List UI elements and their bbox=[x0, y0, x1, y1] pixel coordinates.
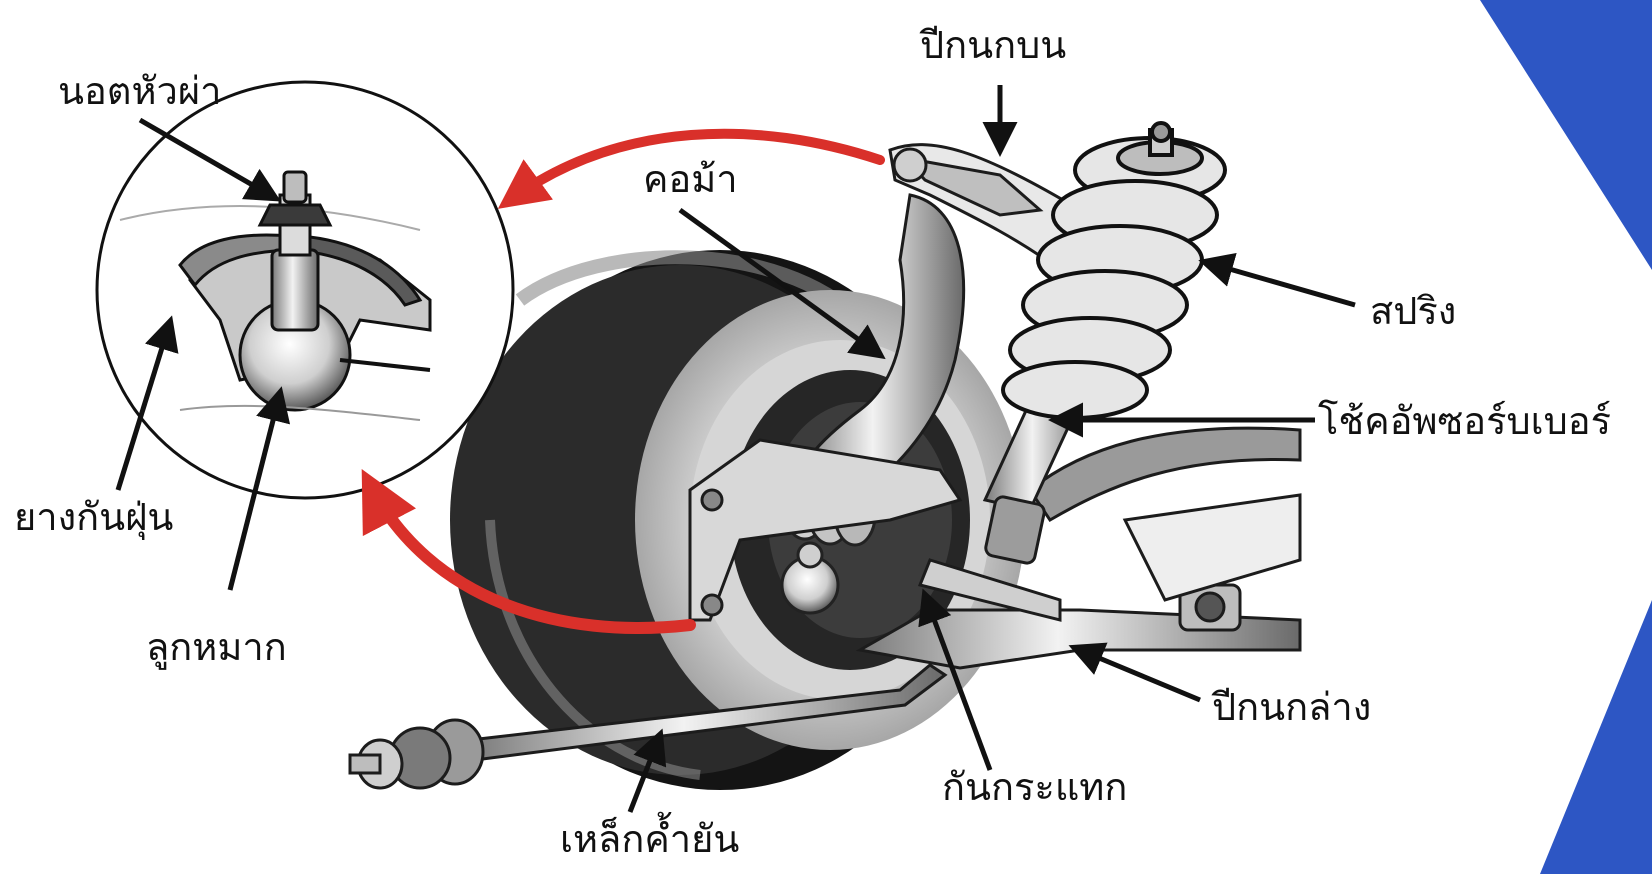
label-spring: สปริง bbox=[1370, 292, 1456, 330]
label-shock-absorber: โช้คอัพซอร์บเบอร์ bbox=[1318, 402, 1611, 440]
corner-decoration-top bbox=[1480, 0, 1652, 270]
label-upper-arm: ปีกนกบน bbox=[920, 26, 1066, 64]
chassis-frame bbox=[1030, 428, 1300, 600]
label-spindle: คอม้า bbox=[643, 160, 738, 198]
label-dust-boot: ยางกันฝุ่น bbox=[14, 498, 173, 536]
label-lower-arm: ปีกนกล่าง bbox=[1212, 688, 1371, 726]
pointer-lower-arm bbox=[1075, 648, 1200, 700]
label-cotter-nut: นอตหัวผ่า bbox=[58, 72, 221, 110]
corner-decoration-bottom bbox=[1540, 600, 1652, 874]
label-ball-joint: ลูกหมาก bbox=[146, 628, 287, 666]
label-stabilizer: กันกระแทก bbox=[942, 768, 1127, 806]
spring-part bbox=[1003, 123, 1225, 418]
pointer-spring bbox=[1205, 262, 1355, 305]
ball-joint-detail bbox=[97, 82, 513, 498]
label-tie-rod: เหล็กค้ำยัน bbox=[560, 820, 739, 858]
